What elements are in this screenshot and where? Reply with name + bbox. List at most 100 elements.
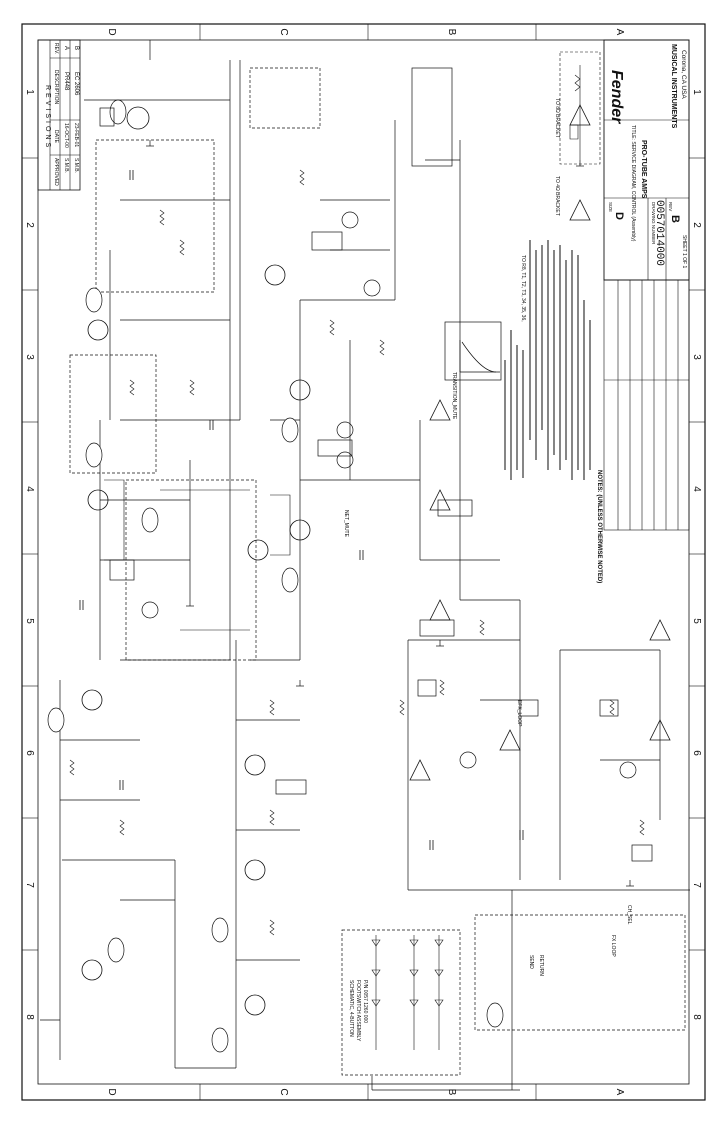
- net-label: FX LOOP: [610, 935, 616, 957]
- size-label: SIZE: [608, 202, 613, 212]
- tube-v4b: [244, 994, 266, 1016]
- diode-matrix: [371, 935, 444, 1050]
- footswitch-label: P/N 0057 1260 000: [362, 980, 368, 1023]
- zone-numbers-right: 1 2 3 4 5 6 7 8: [691, 89, 702, 1020]
- zone-letter: B: [446, 29, 457, 36]
- tube-v5a: [264, 264, 286, 286]
- rev-cell: 23-FEB-01: [73, 123, 79, 147]
- net-label: SEND: [528, 955, 534, 969]
- bright-switch-box: [249, 67, 321, 129]
- rev-cell: A: [63, 46, 69, 50]
- zone-numbers-left: 1 2 3 4 5 6 7 8: [24, 89, 35, 1020]
- zone-number: 5: [24, 618, 35, 624]
- zone-letter: A: [614, 1089, 625, 1096]
- pot-box-upper: [95, 139, 215, 293]
- zone-letters-bottom: D C B A: [106, 1088, 625, 1095]
- rev-header: DESCRIPTION: [53, 70, 59, 105]
- dashed-boxes: [69, 67, 686, 1076]
- response-curve: [459, 340, 500, 373]
- zone-number: 6: [24, 750, 35, 756]
- zone-letters-top: D C B A: [106, 28, 625, 35]
- zone-letter: C: [278, 28, 289, 35]
- tube-v1b: [87, 319, 109, 341]
- tube-v3b: [244, 754, 266, 776]
- zone-number: 7: [24, 882, 35, 888]
- tube-v2b: [81, 689, 103, 711]
- rev-header: DATE: [53, 130, 59, 144]
- revisions-block: REVISIONS REV. DESCRIPTION DATE APPROVED…: [37, 39, 81, 191]
- notes-lines: [504, 240, 591, 480]
- zone-letter: A: [614, 29, 625, 36]
- pcb-box: [125, 479, 257, 661]
- bracket-label: TO 8Ω BRACKET: [554, 98, 560, 138]
- tube-v4a: [244, 859, 266, 881]
- zone-number: 7: [691, 882, 702, 888]
- wiring: [40, 40, 690, 1091]
- rev-cell: 16-OCT-00: [63, 123, 69, 148]
- notes-ref: TO R8, T1, T2, T3, 34, 35, 36,: [520, 255, 526, 322]
- zone-number: 8: [691, 1014, 702, 1020]
- zone-letter: C: [278, 1088, 289, 1095]
- zone-number: 8: [24, 1014, 35, 1020]
- zone-number: 5: [691, 618, 702, 624]
- rev-header: REV.: [53, 43, 59, 54]
- pot-box-mid: [69, 354, 157, 474]
- rev-cell: S.M.B.: [63, 158, 69, 173]
- zone-number: 1: [24, 89, 35, 95]
- sheet-number: SHEET 1 OF 1: [681, 235, 687, 268]
- zone-number: 2: [24, 222, 35, 228]
- title-block: Fender MUSICAL INSTRUMENTS Corona, CA US…: [603, 39, 690, 281]
- ground-symbols: [146, 140, 634, 887]
- zone-number: 6: [691, 750, 702, 756]
- notes-heading: NOTES: (UNLESS OTHERWISE NOTED): [596, 470, 602, 583]
- company-name: MUSICAL INSTRUMENTS: [670, 44, 677, 129]
- footswitch-label: FOOTSWITCH ASSEMBLY: [355, 980, 361, 1042]
- notes-block: NOTES: (UNLESS OTHERWISE NOTED) TO R8, T…: [504, 240, 602, 583]
- rev-cell: EC 2606: [73, 72, 79, 96]
- rev-cell: S.M.B.: [73, 158, 79, 173]
- approvals-block: [603, 279, 690, 531]
- tube-v2a: [87, 489, 109, 511]
- footswitch-label: SCHEMATIC, 4-BUTTON: [348, 980, 354, 1037]
- zone-number: 1: [691, 89, 702, 95]
- fx-loop-box: [474, 914, 686, 1031]
- tube-v7: [247, 539, 269, 561]
- resistors: [69, 169, 645, 936]
- zone-number: 3: [691, 354, 702, 360]
- sheet-title-2: PRO-TUBE AMPS: [640, 140, 647, 199]
- tube-v5b: [289, 379, 311, 401]
- transistors: [141, 211, 637, 779]
- drawing-size: D: [613, 212, 625, 220]
- bracket-8ohm: TO 8Ω BRACKET: [554, 51, 601, 165]
- outer-border: [21, 23, 706, 1101]
- bracket-label: TO 4Ω BRACKET: [554, 176, 560, 216]
- vacuum-tubes: [81, 106, 311, 1016]
- rev-cell: B: [73, 46, 79, 50]
- zone-number: 4: [691, 486, 702, 492]
- net-label: RETURN: [538, 955, 544, 976]
- zone-number: 2: [691, 222, 702, 228]
- company-location: Corona, CA USA: [680, 50, 687, 99]
- net-label: CH_SEL: [626, 905, 632, 925]
- rev-cell: PR448: [63, 72, 69, 91]
- zone-grid: [22, 24, 705, 1100]
- dc-block: [104, 479, 291, 631]
- footswitch-box: [341, 929, 461, 1076]
- zone-letter: D: [106, 28, 117, 35]
- capacitors: [79, 170, 524, 850]
- rev-label: REV: [668, 202, 673, 211]
- zone-letter: D: [106, 1088, 117, 1095]
- zone-number: 3: [24, 354, 35, 360]
- inner-border: [37, 39, 690, 1085]
- drawing-number: 0057014000: [653, 200, 665, 266]
- rev-letter: B: [669, 215, 681, 223]
- connector-blocks: [99, 67, 653, 862]
- zone-number: 4: [24, 486, 35, 492]
- jack-balloons: [47, 99, 504, 1053]
- net-label: TRANSITION_MUTE: [451, 372, 457, 420]
- sheet-title-1: TITLE: SERVICE DIAGRAM, CONTROL (Assembl…: [630, 125, 636, 242]
- net-label: NET_MUTE: [343, 510, 349, 538]
- tube-v3a: [81, 959, 103, 981]
- net-label: EFX_LOOP: [516, 700, 522, 727]
